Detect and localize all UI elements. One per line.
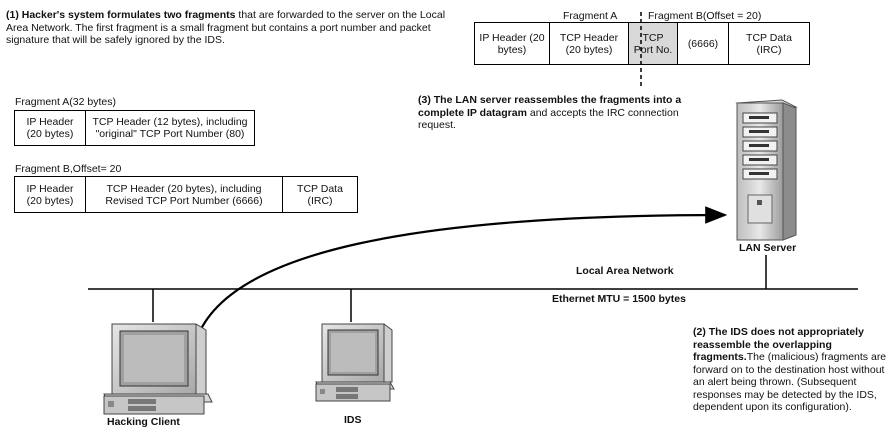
mtu-label: Ethernet MTU = 1500 bytes xyxy=(552,293,686,305)
fragment-a-tcp-cell: TCP Header (12 bytes), including "origin… xyxy=(85,110,255,146)
fragment-b-table: IP Header (20 bytes) TCP Header (20 byte… xyxy=(14,176,358,213)
fragment-b-ip-cell: IP Header (20 bytes) xyxy=(14,176,86,213)
ids-label: IDS xyxy=(344,414,362,426)
top-tcp-port-cell: TCP Port No. xyxy=(628,22,678,65)
top-fragment-b-label: Fragment B(Offset = 20) xyxy=(648,10,762,22)
fragment-b-label: Fragment B,Offset= 20 xyxy=(15,163,122,175)
top-fragment-a-label: Fragment A xyxy=(563,10,618,22)
step1-body: that are forwarded to the server on the … xyxy=(6,9,446,46)
step2-body: The (malicious) fragments are forward on… xyxy=(693,351,887,413)
step1-heading: (1) Hacker's system formulates two fragm… xyxy=(6,9,236,21)
ids-computer-icon xyxy=(315,323,395,402)
step3-heading: (3) The LAN server reassembles the fragm… xyxy=(418,94,682,119)
step3-description: (3) The LAN server reassembles the fragm… xyxy=(418,94,718,132)
lan-label: Local Area Network xyxy=(576,265,674,277)
step2-heading: (2) The IDS does not appropriately reass… xyxy=(693,326,864,363)
fragment-a-label: Fragment A(32 bytes) xyxy=(15,96,116,108)
top-port-value-cell: (6666) xyxy=(677,22,729,65)
top-tcp-header-cell: TCP Header (20 bytes) xyxy=(549,22,629,65)
step3-body: and accepts the IRC connection request. xyxy=(418,106,679,132)
fragment-b-tcp-cell: TCP Header (20 bytes), including Revised… xyxy=(85,176,283,213)
server-label: LAN Server xyxy=(739,242,797,254)
hacking-client-icon xyxy=(103,323,213,415)
step1-description: (1) Hacker's system formulates two fragm… xyxy=(6,9,468,47)
fragment-a-ip-cell: IP Header (20 bytes) xyxy=(14,110,86,146)
top-packet-table: IP Header (20 bytes) TCP Header (20 byte… xyxy=(474,22,810,65)
fragment-a-table: IP Header (20 bytes) TCP Header (12 byte… xyxy=(14,110,255,146)
top-ip-header-cell: IP Header (20 bytes) xyxy=(474,22,550,65)
client-label: Hacking Client xyxy=(107,416,180,428)
fragment-b-data-cell: TCP Data (IRC) xyxy=(282,176,358,213)
lan-server-icon xyxy=(735,99,798,241)
step2-description: (2) The IDS does not appropriately reass… xyxy=(693,326,889,414)
top-tcp-data-cell: TCP Data (IRC) xyxy=(728,22,810,65)
